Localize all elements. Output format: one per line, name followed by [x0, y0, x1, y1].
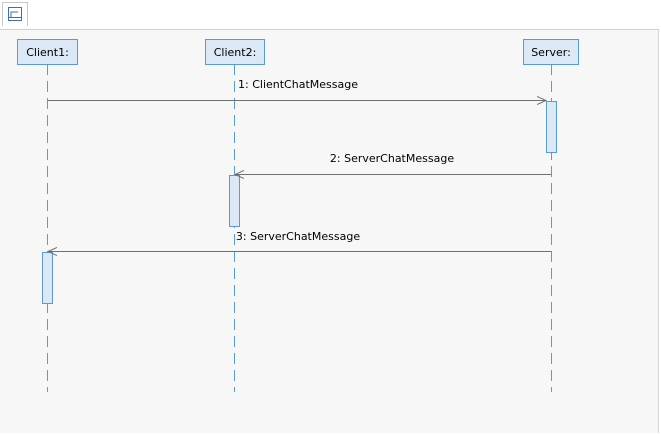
- message-3-label: 3: ServerChatMessage: [236, 230, 360, 243]
- message-3[interactable]: 3: ServerChatMessage: [48, 230, 551, 252]
- activation-client1[interactable]: [42, 252, 53, 304]
- activation-server[interactable]: [546, 101, 557, 153]
- tab-strip: [0, 0, 661, 29]
- participant-server[interactable]: Server:: [523, 39, 579, 65]
- participant-server-label: Server:: [531, 46, 571, 59]
- sequence-diagram: Client1: Client2: Server: 1: ClientChatM…: [17, 39, 579, 392]
- participant-client1[interactable]: Client1:: [17, 39, 78, 65]
- message-2[interactable]: 2: ServerChatMessage: [235, 152, 551, 175]
- participant-client1-label: Client1:: [26, 46, 69, 59]
- activation-client2[interactable]: [229, 175, 240, 227]
- participant-client2[interactable]: Client2:: [205, 39, 265, 65]
- message-2-label: 2: ServerChatMessage: [330, 152, 454, 165]
- message-1-label: 1: ClientChatMessage: [238, 78, 358, 91]
- diagram-tab[interactable]: [2, 2, 28, 26]
- diagram-icon: [8, 7, 22, 21]
- diagram-canvas[interactable]: Client1: Client2: Server: 1: ClientChatM…: [0, 29, 659, 433]
- participant-client2-label: Client2:: [214, 46, 257, 59]
- message-1[interactable]: 1: ClientChatMessage: [48, 78, 546, 101]
